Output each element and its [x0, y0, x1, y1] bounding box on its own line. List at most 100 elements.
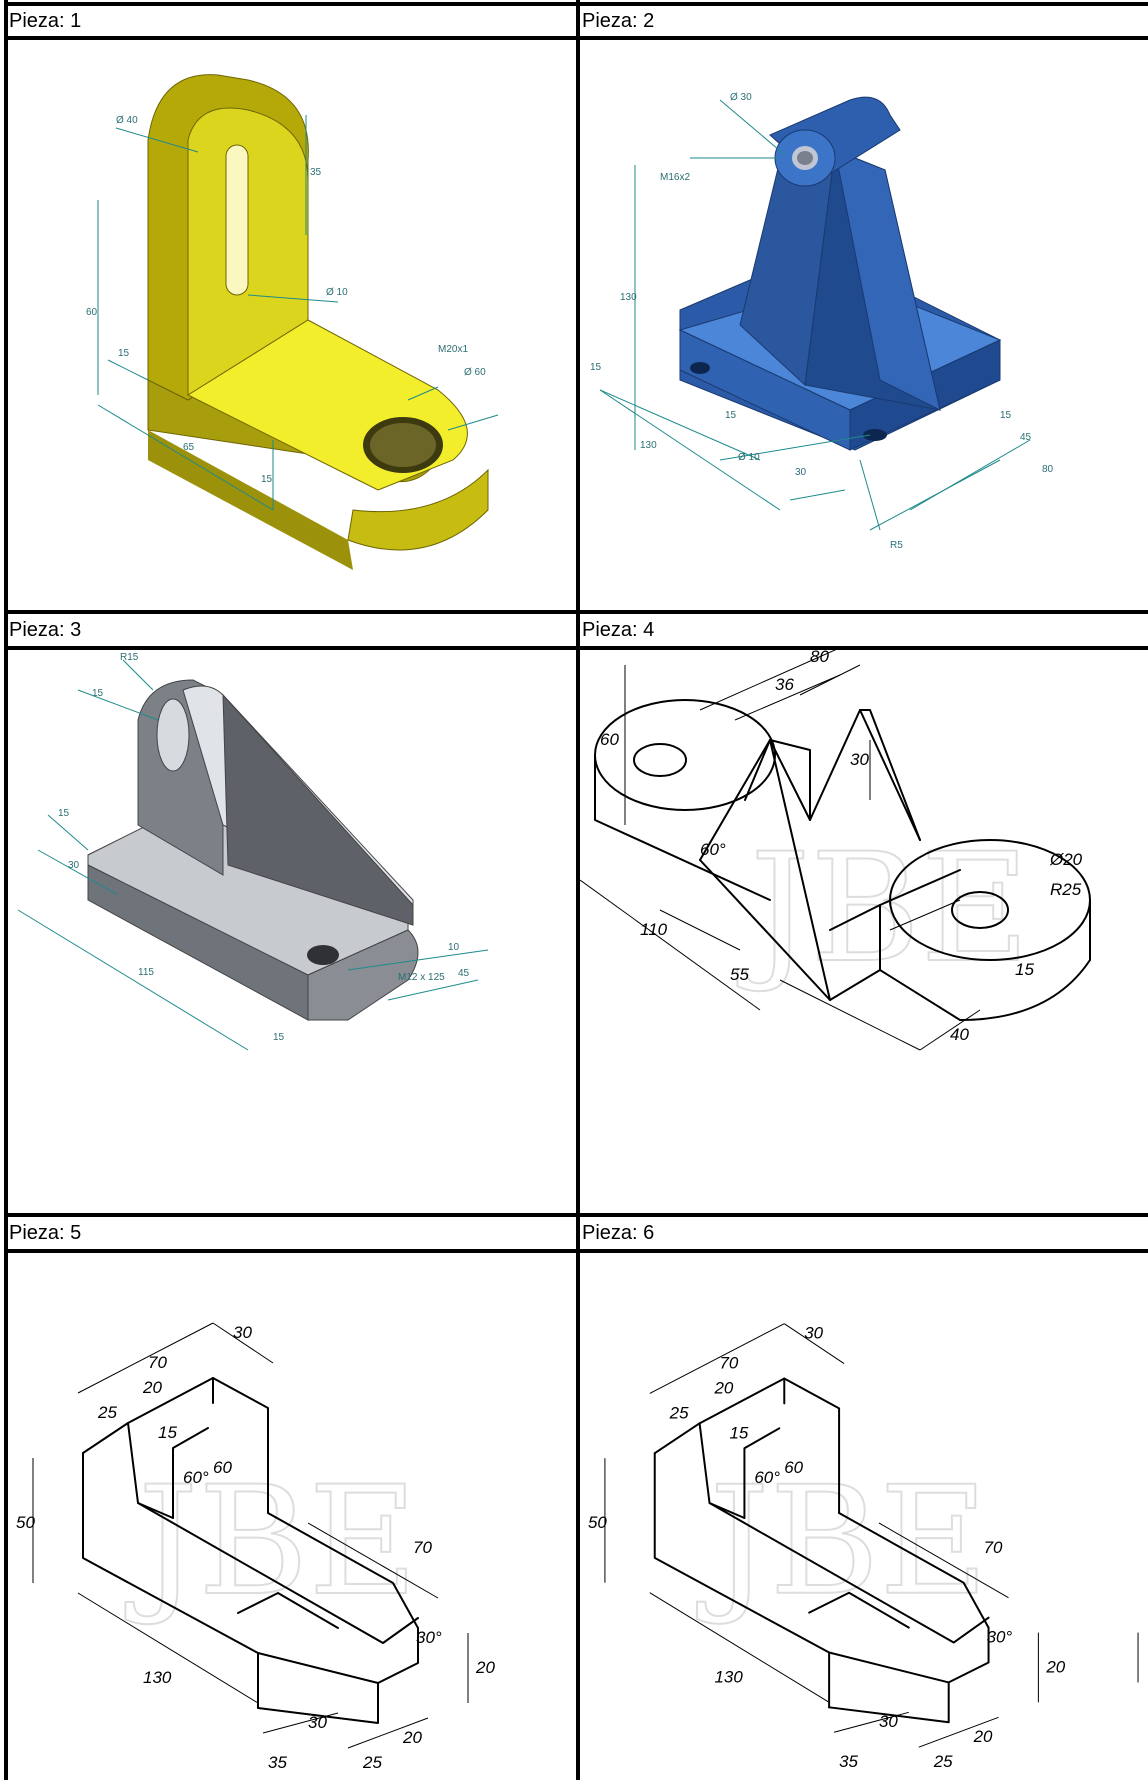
piece-5-dim-10: 30° — [416, 1628, 442, 1647]
piece-2-dim-7: Ø 10 — [738, 452, 760, 463]
piece-4-dim-1: 80 — [810, 650, 829, 666]
piece-3-dim-8: 45 — [458, 968, 470, 979]
piece-2-dim-2: M16x2 — [660, 172, 690, 183]
piece-5-dim-2: 30 — [233, 1323, 252, 1342]
piece-1-dim-7: 15 — [118, 348, 130, 359]
piece-6-drawing: JBE 70 30 20 25 15 — [588, 1323, 1139, 1771]
piece-4-lines — [594, 699, 1091, 1021]
piece-1-dim-5: Ø 60 — [464, 367, 486, 378]
piece-2-dim-12: R5 — [890, 540, 903, 551]
piece-5-dim-8: 50 — [16, 1513, 35, 1532]
piece-4-dim-3: 36 — [775, 675, 794, 694]
piece-4-dim-8: R25 — [1050, 880, 1082, 899]
piece-2-drawing: Ø 30 M16x2 130 15 15 130 Ø 10 30 15 45 8… — [590, 92, 1054, 551]
piece-4-dim-10: 55 — [730, 965, 749, 984]
piece-6-dim-1: 70 — [720, 1354, 739, 1373]
piece-6-dim-3: 20 — [714, 1378, 734, 1397]
cell-label-5: Pieza: 5 — [9, 1222, 82, 1244]
piece-5-dim-11: 20 — [475, 1658, 495, 1677]
piece-6-dim-11: 20 — [1045, 1657, 1065, 1676]
piece-5-lines — [82, 1377, 419, 1724]
piece-2-dim-3: 130 — [620, 292, 637, 303]
piece-1-dim-9: 15 — [261, 474, 273, 485]
piece-3-dim-9: 15 — [273, 1032, 285, 1043]
piece-1-drawing: Ø 40 35 Ø 10 M20x1 Ø 60 60 15 65 15 — [86, 74, 499, 570]
cell-label-3: Pieza: 3 — [9, 619, 82, 641]
piece-2-dimensions: Ø 30 M16x2 130 15 15 130 Ø 10 30 15 45 8… — [590, 92, 1054, 551]
piece-4-dim-5: 30 — [850, 750, 869, 769]
piece-6-dim-4: 25 — [669, 1403, 689, 1422]
piece-3-dimensions: R15 15 15 30 115 M12 x 125 10 45 15 — [17, 652, 489, 1051]
cell-label-4: Pieza: 4 — [582, 619, 655, 641]
piece-5-dim-15: 25 — [362, 1753, 382, 1772]
cell-label-1: Pieza: 1 — [9, 10, 82, 32]
piece-1-dim-3: Ø 10 — [326, 287, 348, 298]
cell-label-6: Pieza: 6 — [582, 1222, 655, 1244]
piece-1-dim-6: 60 — [86, 307, 98, 318]
piece-4-dimensions: 80 22 36 60 30 60° Ø20 R25 110 55 15 40 — [580, 650, 1083, 1051]
piece-6-dim-2: 30 — [804, 1324, 823, 1343]
piece-5-dim-9: 70 — [413, 1538, 432, 1557]
piece-6-dim-5: 15 — [729, 1423, 748, 1442]
piece-5-dimensions: 70 30 20 25 15 60° 60 50 70 30° 20 130 3… — [16, 1322, 495, 1772]
piece-1-dim-8: 65 — [183, 442, 195, 453]
piece-3-dim-2: 15 — [92, 688, 104, 699]
piece-6-dim-7: 60 — [784, 1458, 803, 1477]
piece-5-drawing: JBE 70 30 20 25 15 60° — [16, 1322, 495, 1772]
piece-5-dim-3: 20 — [142, 1378, 162, 1397]
piece-2-dim-11: 80 — [1042, 464, 1054, 475]
cell-label-2: Pieza: 2 — [582, 10, 655, 32]
piece-2-dim-4: 15 — [590, 362, 602, 373]
piece-6-lines — [653, 1377, 990, 1724]
piece-6-dim-16: 20 — [973, 1727, 993, 1746]
piece-1-dimensions: Ø 40 35 Ø 10 M20x1 Ø 60 60 15 65 15 — [86, 115, 499, 511]
piece-3-dim-4: 30 — [68, 860, 80, 871]
piece-5-dim-4: 25 — [97, 1403, 117, 1422]
piece-3-dim-1: R15 — [120, 652, 139, 663]
piece-5-dim-5: 15 — [158, 1423, 177, 1442]
piece-1-dim-4: M20x1 — [438, 344, 468, 355]
piece-3-drawing: R15 15 15 30 115 M12 x 125 10 45 15 — [17, 652, 489, 1051]
piece-4-dim-11: 15 — [1015, 960, 1034, 979]
piece-4-dim-9: 110 — [640, 920, 668, 939]
piece-1-dim-2: 35 — [310, 167, 322, 178]
piece-6-dim-6: 60° — [754, 1468, 780, 1487]
piece-4-dim-4: 60 — [600, 730, 619, 749]
piece-2-dim-1: Ø 30 — [730, 92, 752, 103]
piece-3-body — [87, 679, 419, 1021]
piece-1-body — [147, 74, 489, 570]
piece-6-dim-10: 30° — [987, 1628, 1013, 1647]
piece-5-dim-13: 35 — [268, 1753, 287, 1772]
piece-4-dim-6: 60° — [700, 840, 726, 859]
piece-2-dim-9: 15 — [1000, 410, 1012, 421]
piece-3-dim-7: 10 — [448, 942, 460, 953]
watermark-5: JBE — [125, 1455, 418, 1629]
piece-3-dim-3: 15 — [58, 808, 70, 819]
piece-6-dim-8: 50 — [588, 1513, 607, 1532]
piece-6-dim-9: 70 — [984, 1538, 1003, 1557]
piece-2-dim-10: 45 — [1020, 432, 1032, 443]
watermark-6: JBE — [697, 1455, 989, 1629]
piece-3-dim-5: 115 — [138, 967, 154, 978]
piece-3-dim-6: M12 x 125 — [398, 972, 445, 983]
piece-4-dim-2: 22 — [844, 650, 864, 654]
piece-4-dim-12: 40 — [950, 1025, 969, 1044]
piece-6-dim-13: 35 — [839, 1752, 858, 1771]
piece-5-dim-1: 70 — [148, 1353, 167, 1372]
piece-4-dim-7: Ø20 — [1049, 850, 1083, 869]
piece-6-dimensions: 70 30 20 25 15 60° 60 50 70 30° 20 130 3… — [588, 1323, 1139, 1771]
piece-2-dim-8: 30 — [795, 467, 807, 478]
piece-1-dim-1: Ø 40 — [116, 115, 138, 126]
piece-2-dim-5: 15 — [725, 410, 737, 421]
piece-4-drawing: JBE 80 22 — [580, 650, 1091, 1051]
piece-2-body — [678, 96, 1002, 451]
piece-5-dim-16: 20 — [402, 1728, 422, 1747]
piece-6-dim-15: 25 — [933, 1752, 953, 1771]
piece-6-dim-14: 30 — [879, 1712, 898, 1731]
piece-5-dim-14: 30 — [308, 1713, 327, 1732]
piece-5-dim-7: 60 — [213, 1458, 232, 1477]
piece-5-dim-12: 130 — [143, 1668, 172, 1687]
piece-6-dim-12: 130 — [715, 1667, 744, 1686]
